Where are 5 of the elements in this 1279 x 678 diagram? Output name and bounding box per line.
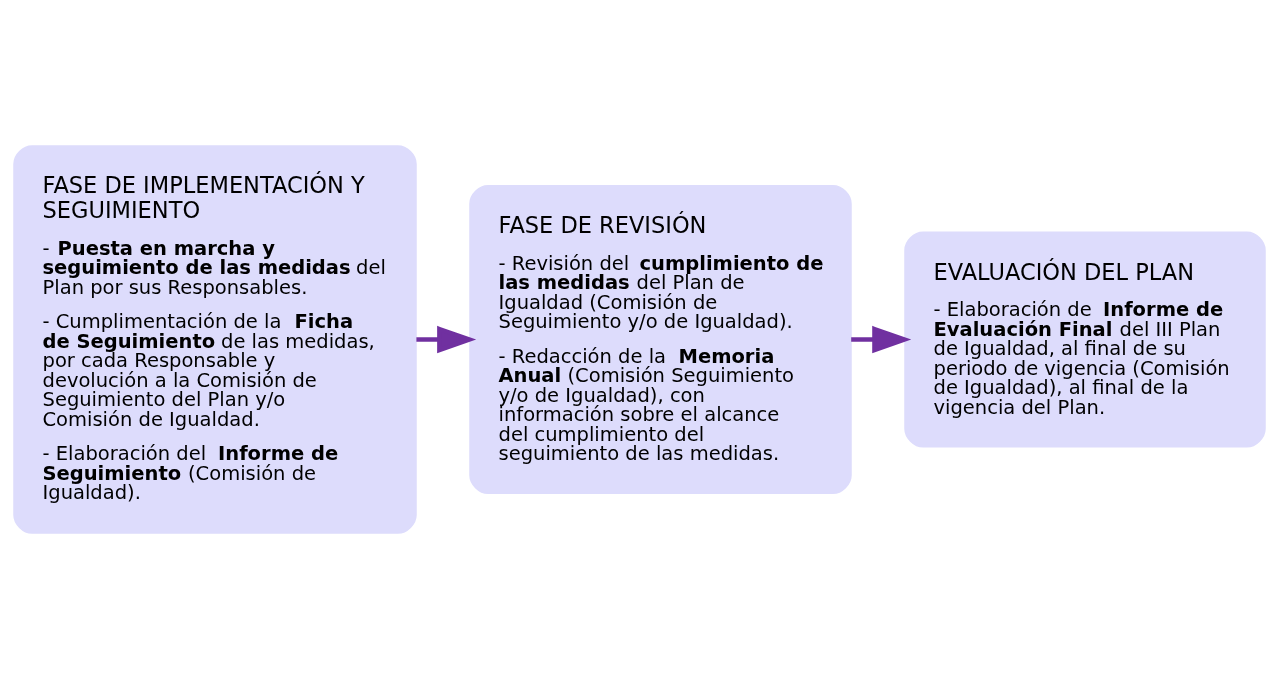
node-box: EVALUACIÓN DEL PLAN - Elaboración de Informe de Evaluación Final del III Plan de Igualdad, al final de su periodo de vigencia (Comisión de Igualdad), al final de la vigencia del Plan.: [904, 231, 1266, 447]
node-box: FASE DE REVISIÓN - Revisión del cumplimiento de las medidas del Plan de Igualdad (Comisión de Seguimiento y/o de Igualdad). - Redacción de la Memoria Anual (Comisión Seguimiento y/o de Igualdad), con información sobre el alcance del cumplimiento del seguimiento de las medidas.: [469, 184, 852, 494]
arrow: [851, 325, 912, 353]
arrow: [416, 325, 477, 353]
node-box: FASE DE IMPLEMENTACIÓN Y SEGUIMIENTO - Puesta en marcha y seguimiento de las medidas del Plan por sus Responsables. - Cumplimentación de la Ficha de Seguimiento de las medidas, por cada Responsable y devolución a la Comisión de Seguimiento del Plan y/o Comisión de Igualdad. - Elaboración del Informe de Seguimiento (Comisión de Igualdad).: [13, 144, 417, 534]
